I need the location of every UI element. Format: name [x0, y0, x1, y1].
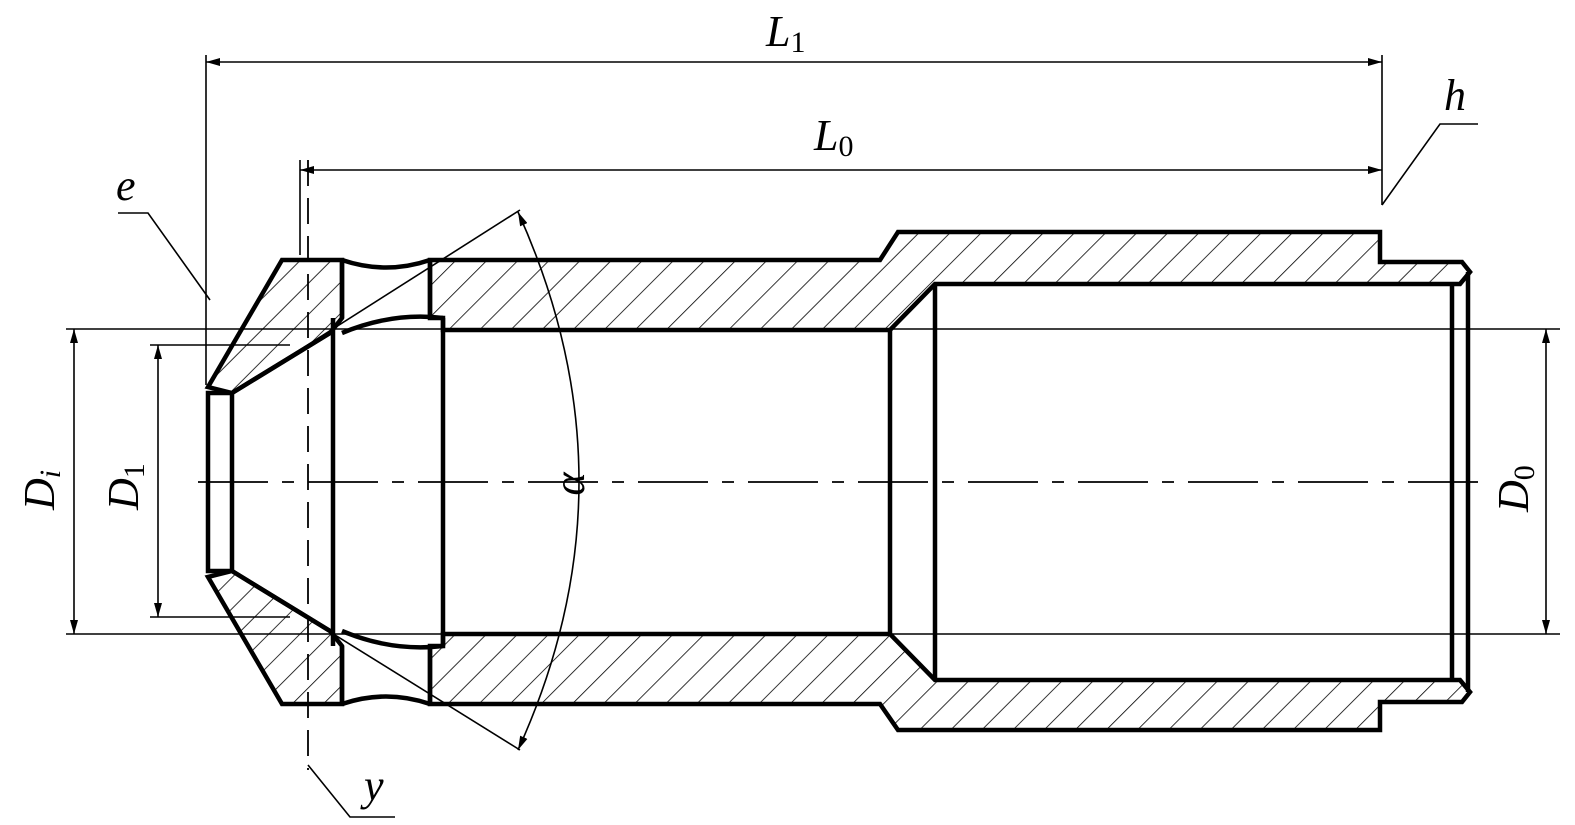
label-L1: L1	[765, 7, 805, 59]
label-e: e	[116, 161, 136, 210]
label-Di: Di	[15, 470, 67, 511]
label-h: h	[1444, 71, 1466, 120]
leaders	[118, 123, 1478, 818]
alpha-angle-dimension	[231, 209, 580, 751]
tube-wall-top	[427, 229, 1473, 333]
label-y: y	[360, 761, 384, 810]
tube-wall-bottom	[427, 631, 1473, 733]
extension-lines	[66, 55, 1560, 635]
label-D0: D0	[1489, 465, 1541, 513]
nose-wall-bottom	[204, 568, 345, 707]
section-wall-bottom	[204, 568, 1473, 733]
section-wall-top	[204, 229, 1473, 396]
label-D1: D1	[99, 463, 151, 511]
nose-wall-top	[204, 257, 345, 396]
label-L0: L0	[813, 111, 853, 163]
label-alpha: α	[545, 472, 594, 496]
